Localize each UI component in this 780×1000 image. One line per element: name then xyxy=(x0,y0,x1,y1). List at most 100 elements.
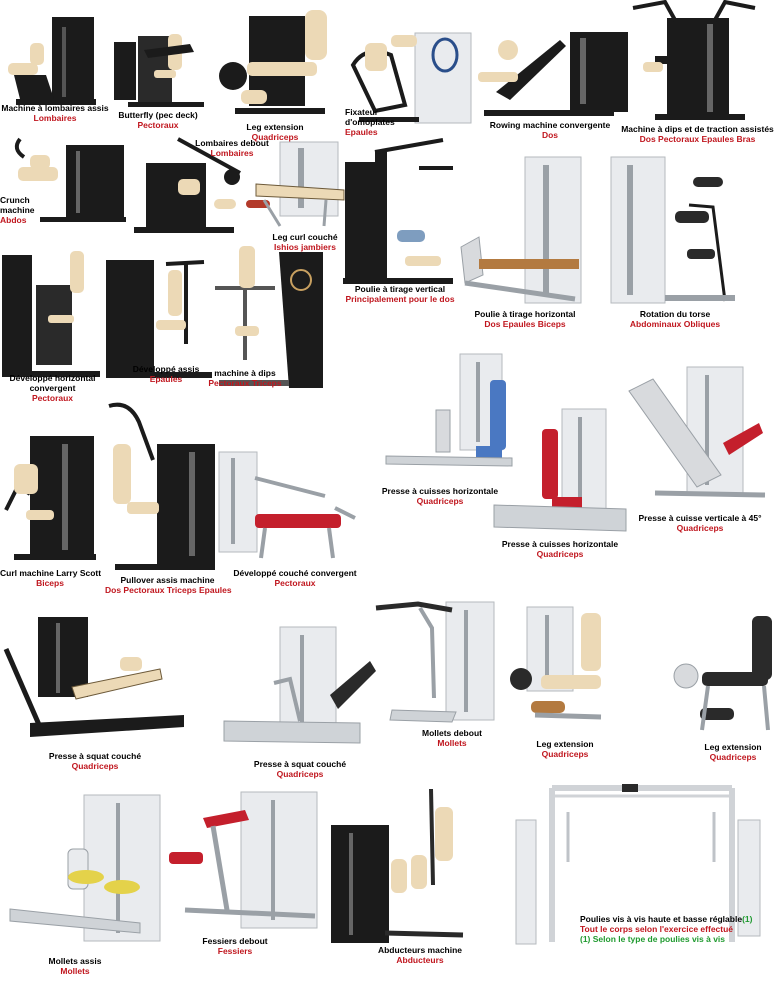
machine-illustration xyxy=(3,617,184,737)
machine-caption: Leg curl couché Ishios jambiers xyxy=(240,232,370,252)
muscle-group: Pectoraux Triceps xyxy=(208,378,282,388)
muscle-group: Quadriceps xyxy=(536,549,584,559)
machine-illustration xyxy=(169,791,318,929)
machine-illustration xyxy=(223,626,376,744)
machine-caption: Presse à cuisses horizontale Quadriceps xyxy=(490,539,630,559)
machine-name: Butterfly (pec deck) xyxy=(118,110,198,120)
muscle-group: Biceps xyxy=(36,578,64,588)
machine-caption: Leg extension Quadriceps xyxy=(215,122,335,142)
muscle-group: Pectoraux xyxy=(274,578,316,588)
machine-item: Presse à cuisses horizontale Quadriceps xyxy=(380,350,525,510)
machine-caption: Presse à cuisse verticale à 45° Quadrice… xyxy=(625,513,775,533)
machine-illustration xyxy=(375,601,495,723)
machine-illustration xyxy=(108,402,215,570)
machine-name: Presse à squat couché xyxy=(253,759,347,769)
machine-caption: Leg extension Quadriceps xyxy=(688,742,778,762)
machine-illustration xyxy=(515,784,761,945)
machine-name: Abducteurs machine xyxy=(377,945,463,955)
muscle-group: Lombaires xyxy=(33,113,77,123)
machine-illustration xyxy=(478,32,628,116)
machine-item: Développé couché convergent Pectoraux xyxy=(215,450,365,590)
machine-item: Leg extension Quadriceps xyxy=(668,612,780,772)
muscle-group: Dos Pectoraux Triceps Epaules xyxy=(105,585,232,595)
machine-illustration xyxy=(460,156,582,304)
muscle-group: Epaules xyxy=(149,374,183,384)
machine-item: Crunch machine Abdos xyxy=(0,135,130,235)
machine-name: Presse à squat couché xyxy=(48,751,142,761)
footnote-ref: (1) xyxy=(742,914,753,924)
machine-caption: Développé couché convergent Pectoraux xyxy=(215,568,375,588)
machine-name: Leg curl couché xyxy=(272,232,338,242)
machine-item: Mollets assis Mollets xyxy=(0,793,170,978)
machine-name: Curl machine Larry Scott xyxy=(0,568,102,578)
machine-illustration xyxy=(246,141,345,227)
muscle-group: Quadriceps xyxy=(251,132,299,142)
machine-name: Leg extension xyxy=(704,742,762,752)
machine-item: Pullover assis machine Dos Pectoraux Tri… xyxy=(105,400,232,595)
machine-illustration xyxy=(219,10,327,114)
machine-illustration xyxy=(4,436,96,560)
machine-caption: Développé assis Epaules xyxy=(122,364,210,384)
machine-name: Presse à cuisse verticale à 45° xyxy=(638,513,762,523)
machine-item: Curl machine Larry Scott Biceps xyxy=(0,430,105,590)
muscle-group: Quadriceps xyxy=(676,523,724,533)
machine-illustration xyxy=(218,451,356,559)
machine-item: Presse à cuisse verticale à 45° Quadrice… xyxy=(625,365,775,535)
machine-item: Poulie à tirage horizontal Dos Epaules B… xyxy=(455,155,595,335)
machine-caption: Mollets debout Mollets xyxy=(412,728,492,748)
machine-illustration xyxy=(350,32,472,124)
footnote: (1) Selon le type de poulies vis à vis xyxy=(580,934,726,944)
machine-illustration xyxy=(9,794,161,942)
machine-illustration xyxy=(632,0,756,120)
machine-illustration xyxy=(8,17,96,105)
machine-caption: Presse à squat couché Quadriceps xyxy=(0,751,190,771)
machine-caption: Fessiers debout Fessiers xyxy=(185,936,285,956)
machine-item: Abducteurs machine Abducteurs xyxy=(325,785,475,970)
machine-illustration xyxy=(331,788,464,943)
machine-caption: Pullover assis machine Dos Pectoraux Tri… xyxy=(105,575,232,595)
muscle-group: Dos Pectoraux Epaules Bras xyxy=(639,134,756,144)
machine-illustration xyxy=(215,246,323,388)
machine-name: Crunch machine xyxy=(0,195,35,215)
machine-name: Lombaires debout xyxy=(195,138,269,148)
machine-caption: Poulies vis à vis haute et basse réglabl… xyxy=(580,914,770,944)
machine-item: Presse à squat couché Quadriceps xyxy=(220,625,380,785)
machine-illustration xyxy=(628,366,766,498)
machine-item: Poulies vis à vis haute et basse réglabl… xyxy=(510,782,780,977)
machine-caption: Butterfly (pec deck) Pectoraux xyxy=(108,110,208,130)
machine-caption: Développé horizontal convergent Pectorau… xyxy=(0,373,105,403)
muscle-group: Abducteurs xyxy=(396,955,444,965)
machine-name: Pullover assis machine xyxy=(120,575,215,585)
machine-name: Rotation du torse xyxy=(639,309,711,319)
machine-item: Rowing machine convergente Dos xyxy=(470,30,630,145)
machine-name: Presse à cuisses horizontale xyxy=(501,539,619,549)
machine-illustration xyxy=(343,138,453,284)
muscle-group: Lombaires xyxy=(210,148,254,158)
machine-illustration xyxy=(2,251,100,377)
machine-caption: Crunch machine Abdos xyxy=(0,195,35,225)
machine-name: Machine à dips et de traction assistés xyxy=(621,124,774,134)
machine-item: Fixateur d'omoplates Epaules xyxy=(345,25,475,145)
machine-name: Machine à lombaires assis xyxy=(1,103,109,113)
machine-item: Poulie à tirage vertical Principalement … xyxy=(335,138,465,338)
machine-caption: Fixateur d'omoplates Epaules xyxy=(345,107,415,137)
machine-illustration xyxy=(385,353,513,467)
muscle-group: Fessiers xyxy=(217,946,253,956)
machine-name: Poulie à tirage vertical xyxy=(354,284,446,294)
machine-item: Lombaires debout Lombaires xyxy=(128,135,269,235)
muscle-group: Quadriceps xyxy=(276,769,324,779)
machine-item: Leg extension Quadriceps xyxy=(505,605,625,765)
machine-name: Fessiers debout xyxy=(202,936,268,946)
machine-caption: Mollets assis Mollets xyxy=(0,956,150,976)
machine-item: Développé horizontal convergent Pectorau… xyxy=(0,245,105,405)
muscle-group: Quadriceps xyxy=(709,752,757,762)
machine-illustration xyxy=(610,156,735,304)
muscle-group: Principalement pour le dos xyxy=(345,294,455,304)
machine-item: Presse à squat couché Quadriceps xyxy=(0,615,190,775)
muscle-group: Dos xyxy=(541,130,559,140)
machine-illustration xyxy=(673,616,772,731)
machine-name: machine à dips xyxy=(214,368,276,378)
machine-name: Mollets assis xyxy=(48,956,102,966)
machine-caption: Presse à cuisses horizontale Quadriceps xyxy=(380,486,500,506)
machine-name-text: Poulies vis à vis haute et basse réglabl… xyxy=(580,914,743,924)
